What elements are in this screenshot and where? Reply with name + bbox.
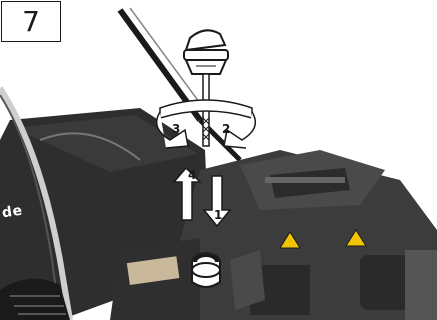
arrow-down-icon [202, 175, 232, 228]
step-number: 7 [22, 5, 40, 38]
handle-bar-right [0, 86, 73, 320]
callout-2: 2 [222, 122, 231, 136]
oil-dipstick-cap-icon [183, 29, 229, 147]
callout-3: 3 [172, 122, 181, 136]
callout-1: 1 [214, 208, 223, 222]
warning-triangle-icon [279, 229, 367, 249]
rotation-arrows-icon [155, 99, 257, 149]
catcher-top [14, 115, 198, 172]
catcher-handle-strap [39, 132, 141, 161]
step-number-box: 7 [1, 1, 61, 42]
arrow-up-icon [172, 166, 202, 221]
brand-fragment: de [0, 202, 24, 222]
rear-wheel [0, 278, 70, 320]
callout-4: 4 [188, 168, 197, 182]
label-sticker [126, 256, 180, 285]
